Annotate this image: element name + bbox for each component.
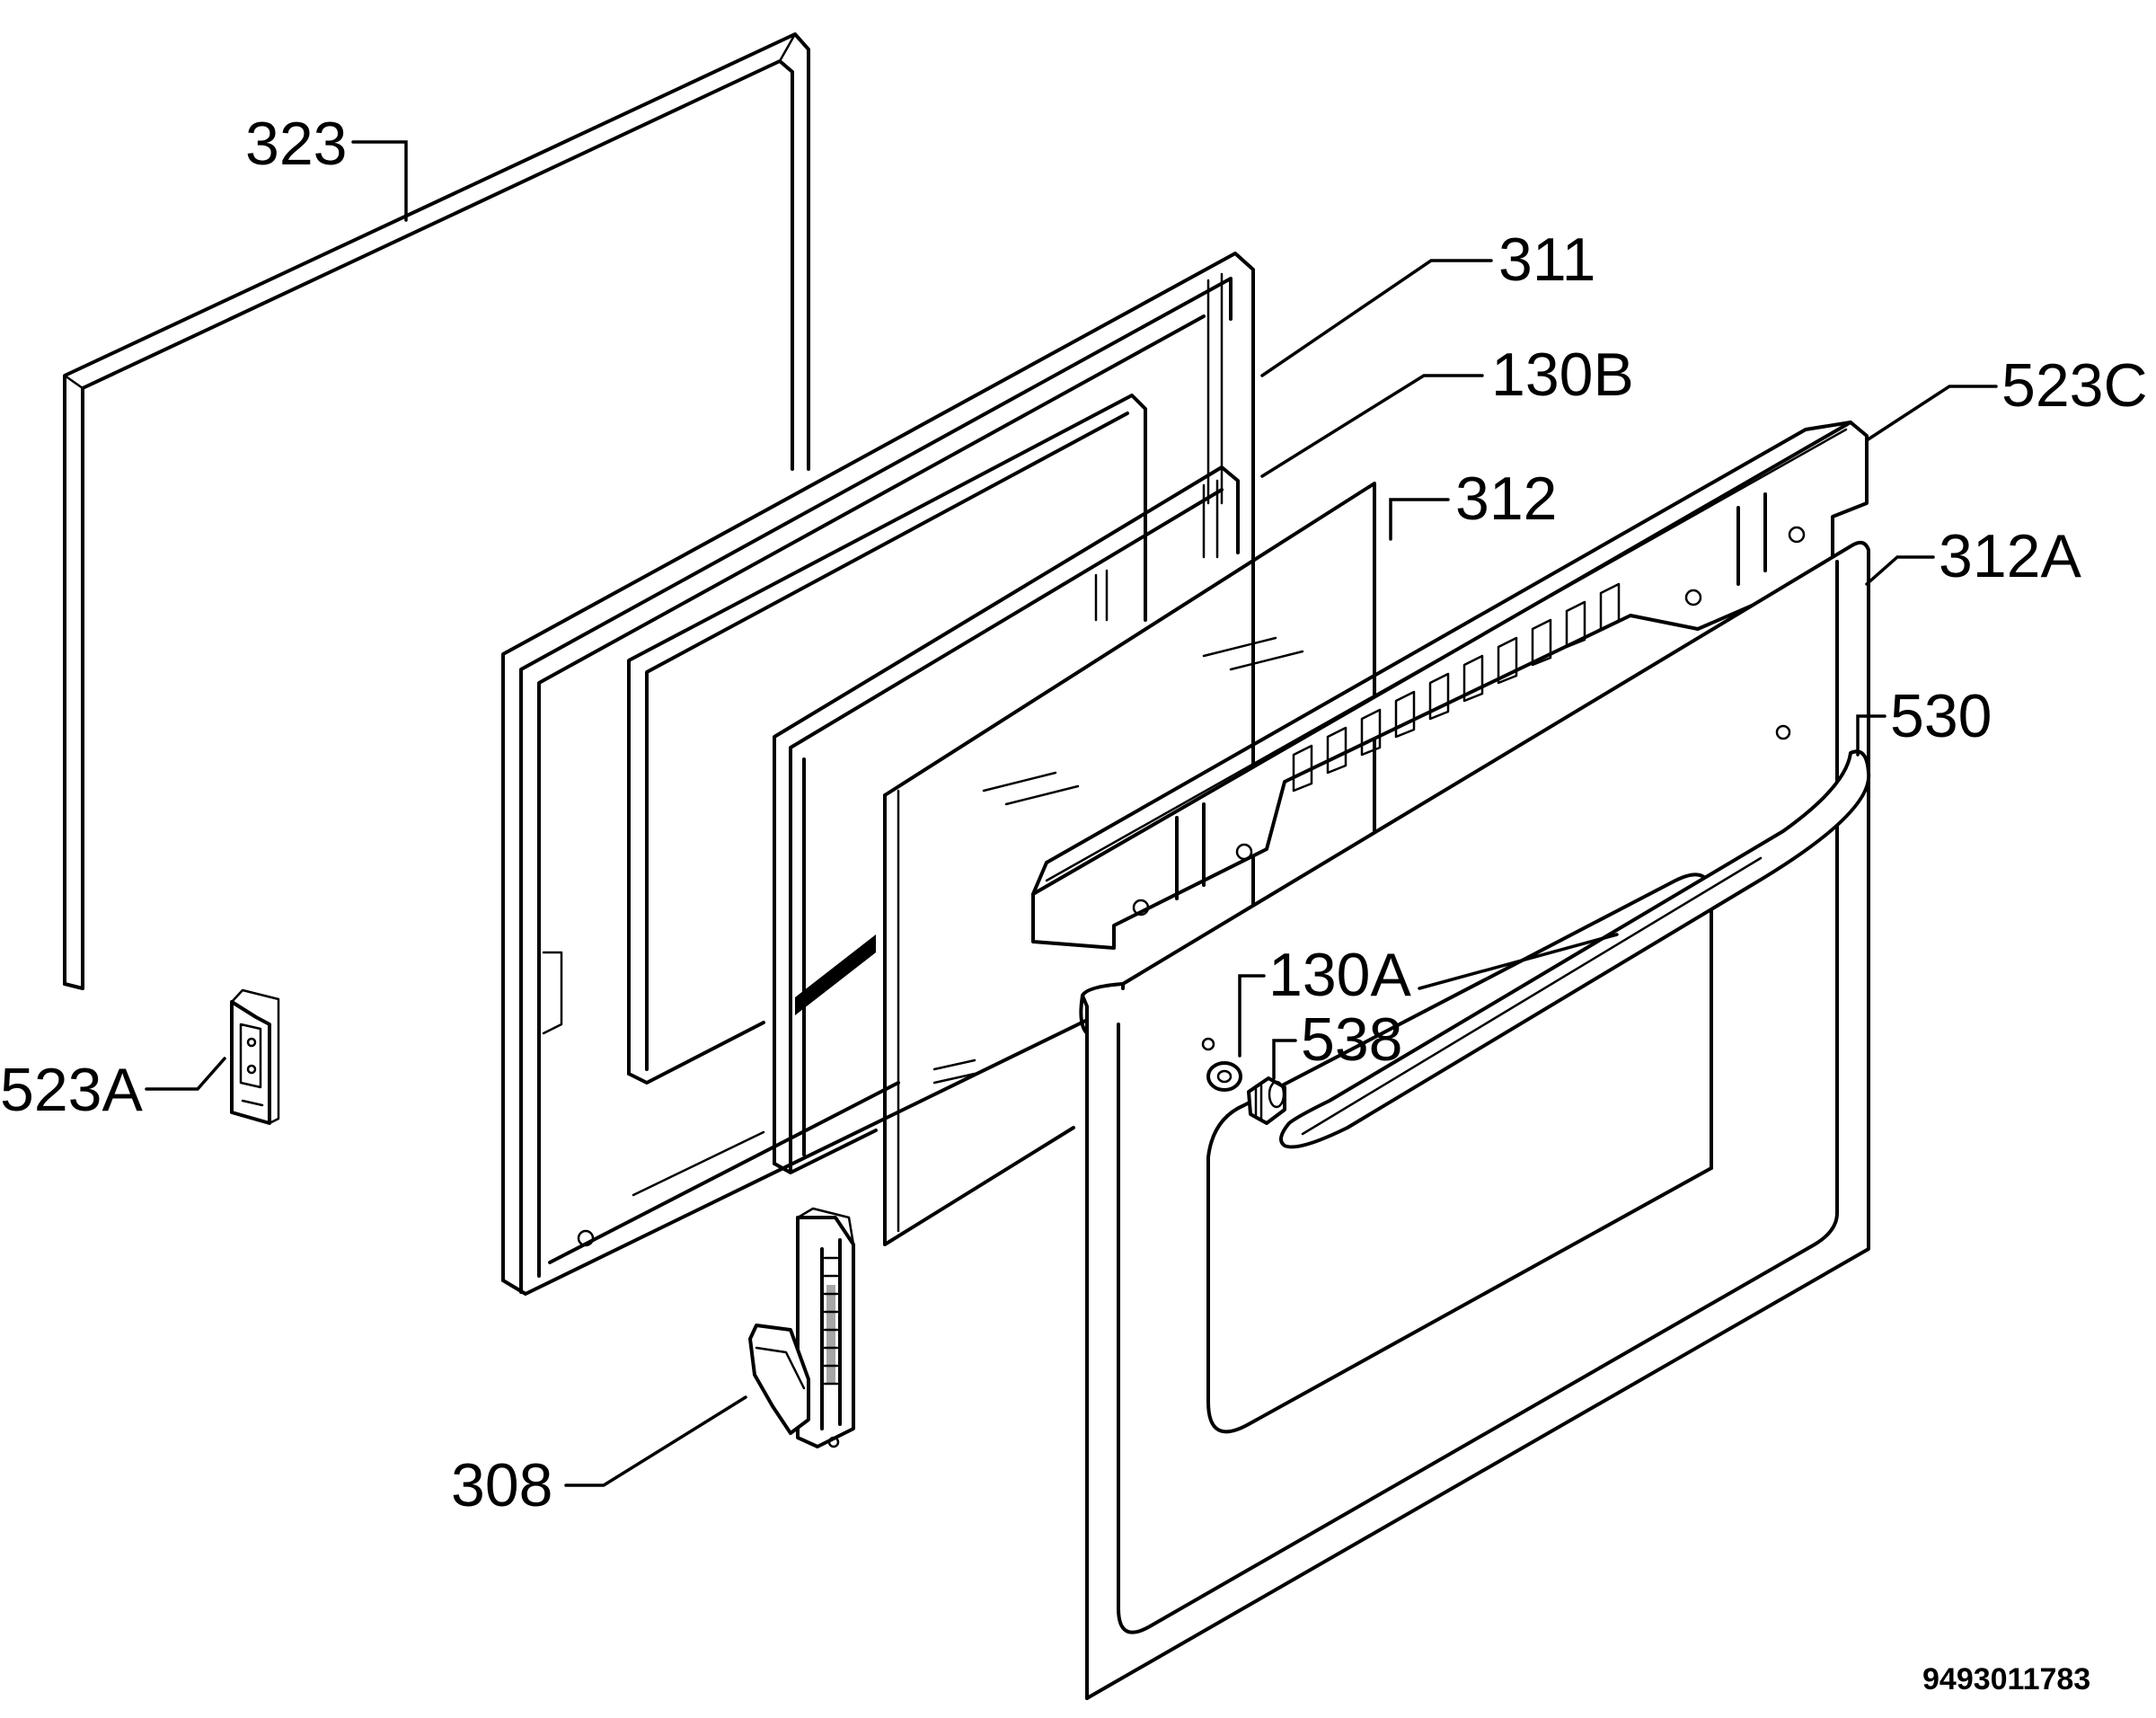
label-523a: 523A <box>0 1056 143 1124</box>
part-311-inner-frame <box>501 252 1255 1296</box>
label-308: 308 <box>451 1451 552 1519</box>
part-312a-outer-door <box>1079 540 1870 1700</box>
label-530: 530 <box>1890 682 1992 750</box>
label-312: 312 <box>1455 465 1557 533</box>
part-523a-side-bracket <box>230 988 280 1125</box>
drawing-code: 9493011783 <box>1922 1662 2090 1696</box>
label-130b: 130B <box>1491 341 1634 409</box>
label-538: 538 <box>1301 1005 1402 1074</box>
label-523c: 523C <box>2001 351 2148 420</box>
leader-lines <box>145 140 1998 1487</box>
part-530-door-handle <box>1279 749 1871 1149</box>
label-312a: 312A <box>1939 522 2081 590</box>
part-130b-glass-gasket <box>773 465 1240 1174</box>
part-130a-washer <box>1206 1061 1242 1092</box>
callout-labels: 323 311 130B 312 523C 312A 530 130A 538 … <box>0 110 2148 1696</box>
label-311: 311 <box>1498 226 1595 294</box>
label-323: 323 <box>245 110 347 178</box>
part-523c-top-trim <box>1031 421 1869 950</box>
part-538-spacer <box>1247 1076 1286 1125</box>
part-312-glass-panel <box>883 482 1376 1246</box>
vent-slots <box>1292 582 1621 793</box>
part-323-door-seal <box>63 32 810 990</box>
part-308-hinge <box>748 1207 855 1448</box>
label-130a: 130A <box>1268 941 1411 1009</box>
